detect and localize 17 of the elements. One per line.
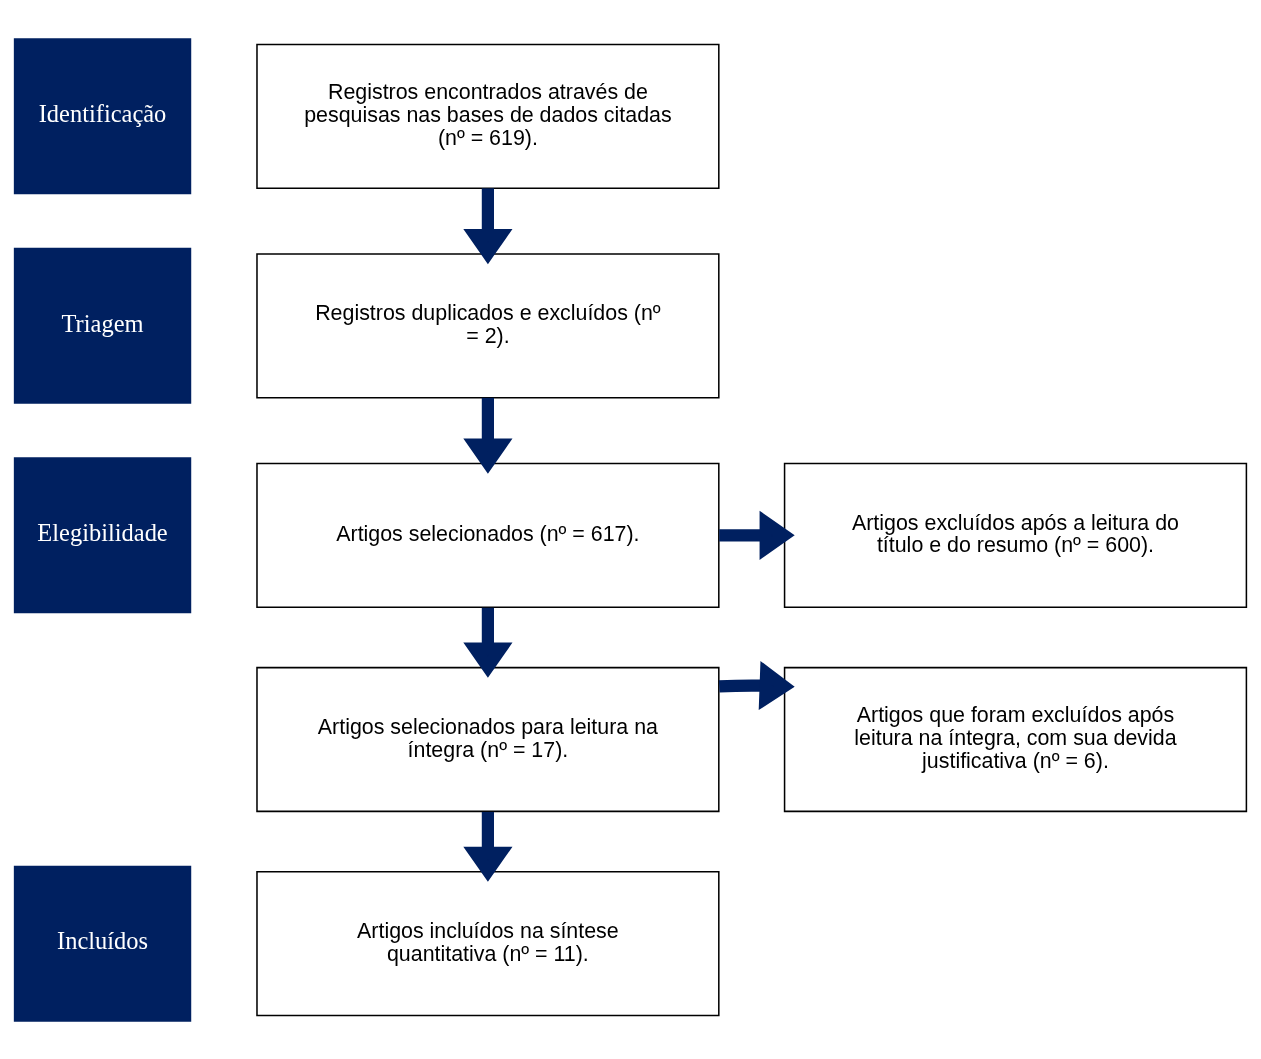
- node-box: Registros encontrados através de pesquisas nas bases de dados citadas (nº = 619).: [256, 43, 720, 189]
- node-box: Incluídos: [13, 865, 192, 1022]
- arrow: [718, 660, 795, 710]
- arrow: [463, 187, 513, 264]
- node-box: Artigos que foram excluídos após leitura na íntegra, com sua devida justificativa (nº = 6).: [783, 666, 1248, 812]
- arrow: [719, 510, 795, 560]
- node-box: Artigos incluídos na síntese quantitativa (nº = 11).: [256, 870, 720, 1016]
- node-box: Identificação: [13, 37, 192, 194]
- arrow: [463, 607, 513, 678]
- node-box: Artigos selecionados (nº = 617).: [256, 462, 720, 608]
- node-box: Artigos excluídos após a leitura do título e do resumo (nº = 600).: [783, 462, 1248, 608]
- node-box: Registros duplicados e excluídos (nº = 2).: [256, 252, 720, 398]
- node-box: Triagem: [13, 247, 192, 404]
- arrow: [463, 397, 513, 474]
- node-box: Artigos selecionados para leitura na íntegra (nº = 17).: [256, 666, 720, 812]
- arrow: [463, 811, 513, 882]
- node-box: Elegibilidade: [13, 456, 192, 613]
